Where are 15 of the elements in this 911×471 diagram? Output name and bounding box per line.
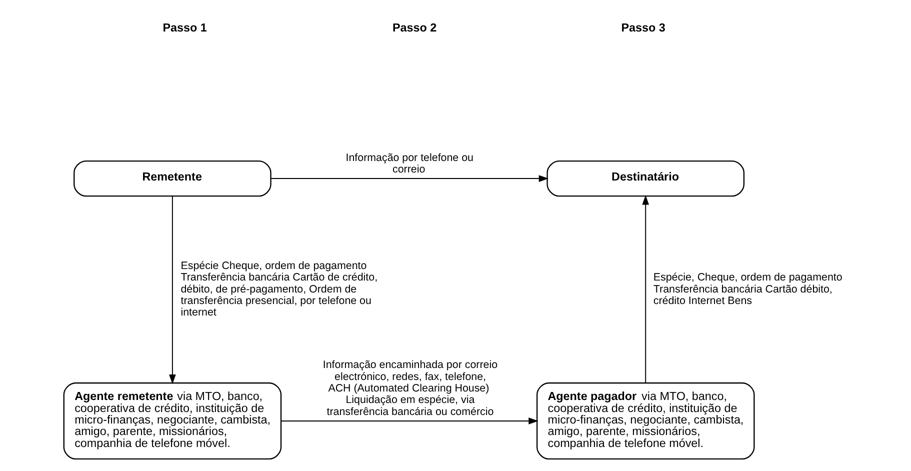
arrow (280, 418, 538, 424)
label: Passo 3 (620, 22, 665, 35)
label: Passo 1 (162, 22, 206, 35)
node-box: Remetente (73, 160, 271, 197)
edge-label: Informação encaminhada por correio electrónico, redes, fax, telefone, ACH (Automated Clearing House) Liquidação em espécie, via transferência bancária ou comércio (322, 359, 498, 418)
arrow (168, 196, 176, 384)
edge-label: Espécie Cheque, ordem de pagamento Transferência bancária Cartão de crédito, débito, de pré-pagamento, Ordem de transferência presencial, por telefone ou internet (180, 260, 378, 319)
node-box: Destinatário (546, 160, 744, 197)
edge-label: Informação por telefone ou correio (345, 152, 473, 176)
label: Passo 2 (392, 22, 436, 35)
node-box: Agente remetente via MTO, banco, cooperativa de crédito, instituição de micro-finanças, negociante, cambista, amigo, parente, missionários, companhia de telefone móvel. (62, 382, 282, 460)
arrow (642, 194, 649, 384)
node-box: Agente pagador via MTO, banco, cooperativa de crédito, instituição de micro-finanças, negociante, cambista, amigo, parente, missionários, companhia de telefone móvel. (536, 382, 754, 460)
arrow (270, 175, 548, 182)
edge-label: Espécie, Cheque, ordem de pagamento Transferência bancária Cartão débito, crédito Internet Bens (652, 272, 842, 307)
